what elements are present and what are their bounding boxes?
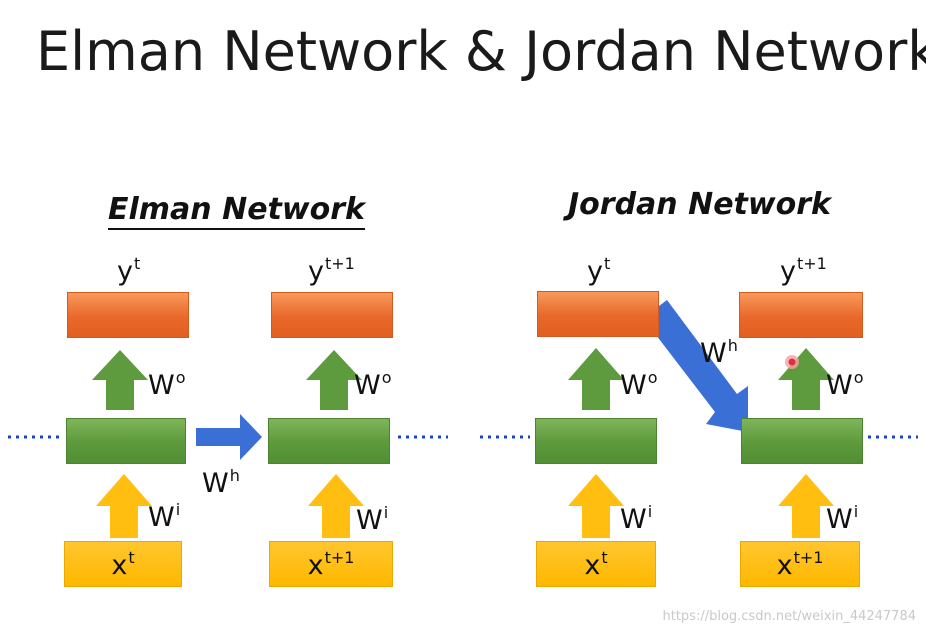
elman-output-box-2 xyxy=(271,292,393,338)
jordan-output-box-2 xyxy=(739,292,863,338)
elman-wi-label-2: Wi xyxy=(356,503,389,536)
jordan-wi-label-2: Wi xyxy=(826,502,859,535)
jordan-output-label-1: yt xyxy=(587,254,611,287)
elman-output-arrow-2 xyxy=(306,350,362,410)
jordan-hidden-box-1 xyxy=(535,418,657,464)
slide-title: Elman Network & Jordan Network xyxy=(36,20,926,83)
jordan-output-label-2: yt+1 xyxy=(780,254,827,287)
jordan-input-box-1: xt xyxy=(536,541,656,587)
jordan-input-box-2: xt+1 xyxy=(740,541,860,587)
elman-hidden-box-1 xyxy=(66,418,186,464)
jordan-input-arrow-2 xyxy=(778,474,834,538)
elman-input-arrow-1 xyxy=(96,474,152,538)
jordan-wi-label-1: Wi xyxy=(620,502,653,535)
elman-output-arrow-1 xyxy=(92,350,148,410)
elman-wo-label-1: Wo xyxy=(148,368,186,401)
pointer-dot xyxy=(785,355,799,369)
jordan-input-arrow-1 xyxy=(568,474,624,538)
jordan-wh-label: Wh xyxy=(700,336,738,369)
jordan-wo-label-1: Wo xyxy=(620,368,658,401)
jordan-feedback-arrow xyxy=(643,300,748,432)
jordan-input-label-1: xt xyxy=(584,547,608,581)
elman-wo-label-2: Wo xyxy=(354,368,392,401)
elman-input-label-1: xt xyxy=(111,547,135,581)
jordan-output-arrow-1 xyxy=(568,348,624,410)
jordan-wo-label-2: Wo xyxy=(826,368,864,401)
elman-network-title: Elman Network xyxy=(108,192,365,230)
elman-hidden-box-2 xyxy=(268,418,390,464)
elman-output-box-1 xyxy=(67,292,189,338)
elman-output-label-1: yt xyxy=(117,254,141,287)
elman-hidden-arrow xyxy=(196,414,262,460)
elman-wi-label-1: Wi xyxy=(148,500,181,533)
elman-output-label-2: yt+1 xyxy=(308,254,355,287)
elman-input-arrow-2 xyxy=(308,474,364,538)
elman-input-box-2: xt+1 xyxy=(269,541,393,587)
jordan-output-arrow-2 xyxy=(778,348,834,410)
elman-wh-label: Wh xyxy=(202,466,240,499)
jordan-hidden-box-2 xyxy=(741,418,863,464)
watermark: https://blog.csdn.net/weixin_44247784 xyxy=(662,609,916,624)
jordan-output-box-1 xyxy=(537,291,659,337)
jordan-network-title: Jordan Network xyxy=(568,187,831,222)
elman-input-box-1: xt xyxy=(64,541,182,587)
elman-input-label-2: xt+1 xyxy=(307,547,355,581)
jordan-input-label-2: xt+1 xyxy=(776,547,824,581)
